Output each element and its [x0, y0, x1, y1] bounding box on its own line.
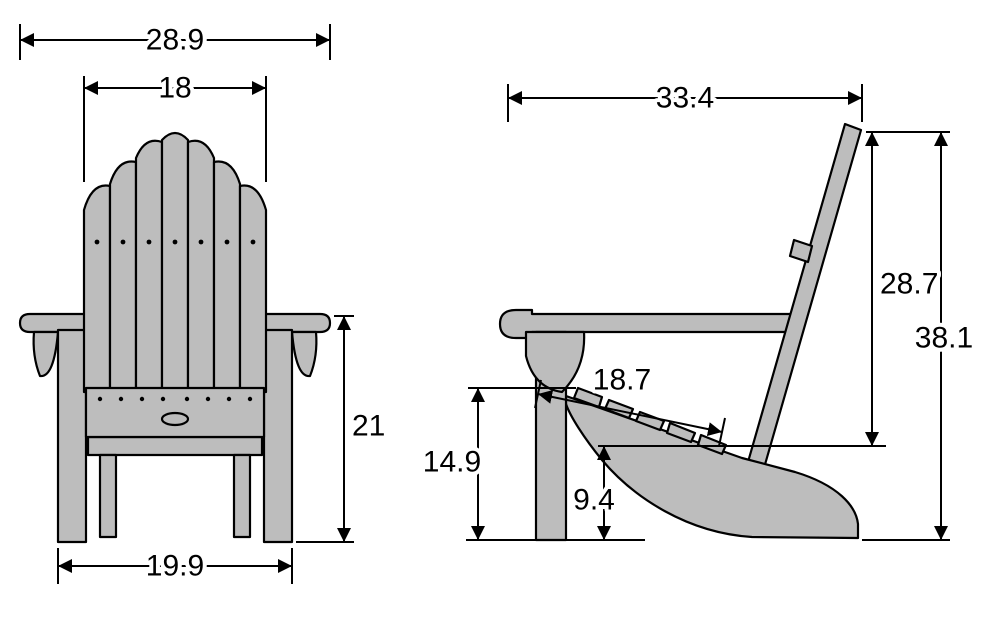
left-armrest	[18, 312, 98, 334]
apron-screw-dots	[97, 396, 253, 402]
seat-slat	[696, 433, 728, 456]
back-screw-dots	[94, 239, 256, 245]
front-back-width-label: 18	[158, 72, 191, 105]
screw-dot	[247, 396, 253, 402]
side-back-board	[746, 122, 863, 470]
screw-dot	[139, 396, 145, 402]
right-arm-bracket	[290, 330, 318, 378]
side-back-length-label: 28.7	[880, 268, 938, 301]
side-arm-bracket	[524, 330, 586, 394]
back-slat-2	[108, 160, 138, 394]
screw-dot	[172, 239, 178, 245]
dim-line-seat-depth	[537, 389, 723, 437]
screw-dot	[198, 239, 204, 245]
front-left-leg	[56, 328, 88, 544]
back-slat-3	[134, 139, 164, 394]
front-leg-spacing-label: 19.9	[146, 550, 204, 583]
front-arm-height-label: 21	[352, 410, 385, 443]
front-overall-width-label: 28.9	[146, 24, 204, 57]
back-slat-6	[212, 160, 242, 394]
side-rear-seat-height-label: 9.4	[573, 484, 615, 517]
front-view: 28.9 18 21 19.9	[18, 20, 390, 587]
front-right-leg	[262, 328, 294, 544]
front-dimension-lines	[19, 24, 354, 584]
side-stringer	[564, 394, 860, 540]
back-slat-4	[160, 131, 190, 394]
screw-dot	[205, 396, 211, 402]
front-dimension-labels: 28.9 18 21 19.9	[142, 20, 390, 587]
side-front-seat-height-label: 14.9	[423, 446, 481, 479]
screw-dot	[224, 239, 230, 245]
screw-dot	[120, 239, 126, 245]
front-chair-drawing	[18, 131, 332, 544]
side-chair-drawing	[498, 122, 863, 542]
apron-handle-slot	[160, 411, 190, 427]
rear-right-leg	[232, 453, 252, 539]
right-armrest	[252, 312, 332, 334]
screw-dot	[184, 396, 190, 402]
side-depth-label: 33.4	[656, 82, 714, 115]
side-view: 33.4 28.7 38.1 18.7 14.9 9.4	[419, 78, 977, 542]
back-slat-1	[82, 184, 112, 394]
side-dimension-labels: 33.4 28.7 38.1 18.7 14.9 9.4	[419, 78, 977, 521]
back-slat-5	[186, 139, 216, 394]
rear-left-leg	[98, 453, 118, 539]
screw-dot	[118, 396, 124, 402]
back-slat-7	[238, 184, 268, 394]
side-overall-height-label: 38.1	[915, 322, 973, 355]
left-arm-bracket	[32, 330, 60, 378]
screw-dot	[146, 239, 152, 245]
screw-dot	[226, 396, 232, 402]
screw-dot	[160, 396, 166, 402]
screw-dot	[97, 396, 103, 402]
screw-dot	[94, 239, 100, 245]
side-dimension-lines	[466, 84, 950, 541]
side-seat-depth-label: 18.7	[593, 364, 651, 397]
back-cleat	[788, 238, 814, 264]
lower-rail	[86, 435, 264, 457]
screw-dot	[250, 239, 256, 245]
